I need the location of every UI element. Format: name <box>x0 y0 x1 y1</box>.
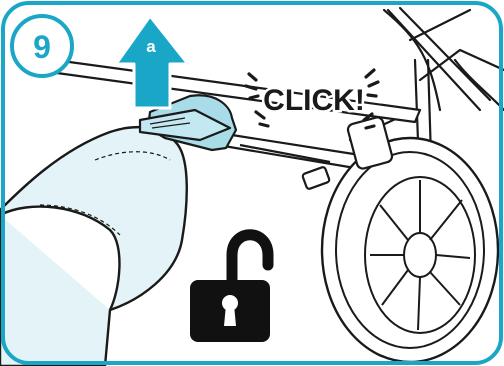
step-number: 9 <box>33 29 51 65</box>
arrow-label: a <box>146 37 156 56</box>
click-text: CLICK! <box>263 84 365 117</box>
